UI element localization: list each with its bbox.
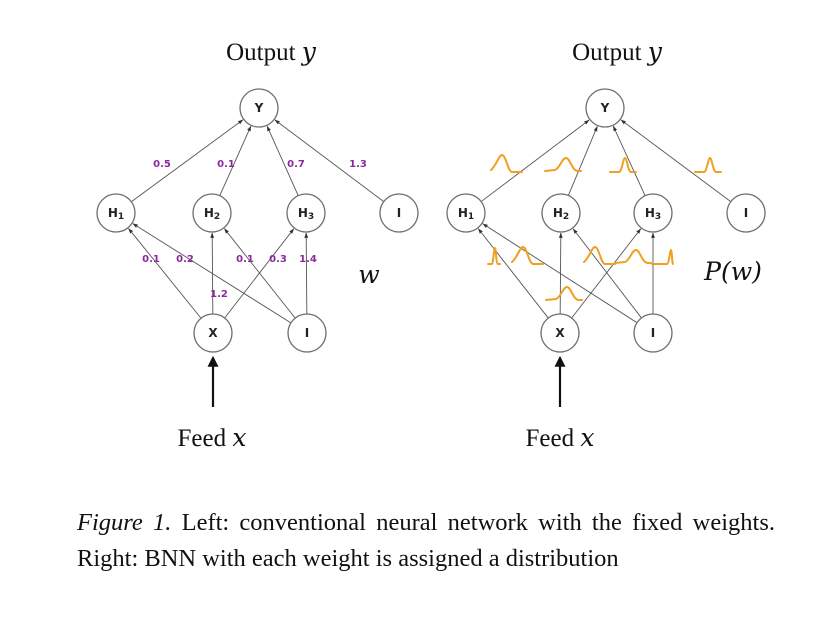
figure-caption: Figure 1. Left: conventional neural netw… <box>77 505 775 577</box>
right-weight-distributions <box>487 153 722 301</box>
node-label: H3 <box>645 206 661 222</box>
weight-distribution-i-input-to-h3 <box>651 248 674 265</box>
weight-label-h2-to-y: 0.1 <box>217 159 235 170</box>
right-edges <box>477 119 732 324</box>
left-edge-h2-to-y <box>219 125 252 196</box>
right-edge-x-to-h3 <box>571 228 642 319</box>
weight-distribution-i-input-to-h1 <box>511 245 544 265</box>
weight-label-x-to-h2: 1.2 <box>210 289 228 300</box>
right-edge-x-to-h2 <box>558 232 563 315</box>
weight-label-i-input-to-h2: 0.1 <box>236 254 254 265</box>
left-edge-x-to-h3 <box>224 228 295 319</box>
caption-label: Figure 1. <box>77 509 172 536</box>
left-node-h3: H3 <box>286 193 326 233</box>
weight-distribution-x-to-h3 <box>614 248 652 264</box>
left-edge-i_input-to-h1 <box>132 223 292 324</box>
left-node-h1: H1 <box>96 193 136 233</box>
weight-symbol-w: w <box>358 260 379 289</box>
weight-label-h3-to-y: 0.7 <box>287 159 305 170</box>
weight-label-i-input-to-h3: 1.4 <box>299 254 317 265</box>
right-edge-i_hidden-to-y <box>620 119 732 203</box>
weight-distribution-symbol-pw: P(w) <box>703 257 762 286</box>
left-output-title: Output y <box>226 37 317 66</box>
right-node-y: Y <box>585 88 625 128</box>
right-edge-h1-to-y <box>480 119 590 202</box>
node-label: I <box>305 326 309 340</box>
weight-label-i-input-to-h1: 0.2 <box>176 254 194 265</box>
weight-label-h1-to-y: 0.5 <box>153 159 171 170</box>
weight-distribution-h3-to-y <box>609 156 637 173</box>
node-label: Y <box>600 101 610 115</box>
left-edge-x-to-h1 <box>128 228 202 319</box>
weight-distribution-x-to-h2 <box>545 285 583 301</box>
right-node-h2: H2 <box>541 193 581 233</box>
node-label: X <box>555 326 565 340</box>
right-node-h1: H1 <box>446 193 486 233</box>
weight-distribution-x-to-h1 <box>487 246 501 265</box>
weight-label-i-hidden-to-y: 1.3 <box>349 159 367 170</box>
right-node-i-hidden: I <box>726 193 766 233</box>
weight-distribution-i-input-to-h2 <box>583 245 616 265</box>
left-edge-h3-to-y <box>266 125 299 196</box>
left-node-h2: H2 <box>192 193 232 233</box>
node-label: Y <box>254 101 264 115</box>
left-node-y: Y <box>239 88 279 128</box>
weight-label-x-to-h3: 0.3 <box>269 254 287 265</box>
left-edge-i_hidden-to-y <box>274 119 385 202</box>
right-node-x: X <box>540 313 580 353</box>
weight-distribution-i-hidden-to-y <box>694 156 722 173</box>
node-label: H1 <box>458 206 474 222</box>
caption-text: Left: conventional neural network with t… <box>77 509 775 572</box>
right-edge-i_input-to-h1 <box>482 223 638 324</box>
left-edge-i_input-to-h3 <box>304 232 309 315</box>
node-label: H1 <box>108 206 124 222</box>
right-edge-h2-to-y <box>567 125 598 196</box>
right-edge-x-to-h1 <box>477 228 549 319</box>
weight-label-x-to-h1: 0.1 <box>142 254 160 265</box>
left-edges <box>128 119 385 324</box>
node-label: H2 <box>553 206 569 222</box>
left-weight-labels: 0.5 0.1 0.7 1.3 0.1 0.2 1.2 0.1 0.3 1.4 <box>142 159 367 300</box>
right-edge-i_input-to-h2 <box>572 228 642 319</box>
node-label: X <box>208 326 218 340</box>
right-node-i-input: I <box>633 313 673 353</box>
right-output-title: Output y <box>572 37 663 66</box>
right-node-h3: H3 <box>633 193 673 233</box>
right-input-title: Feed x <box>526 423 595 452</box>
left-node-x: X <box>193 313 233 353</box>
left-node-i-hidden: I <box>379 193 419 233</box>
node-label: I <box>744 206 748 220</box>
weight-distribution-h2-to-y <box>544 156 582 172</box>
left-input-title: Feed x <box>178 423 247 452</box>
left-edge-i_input-to-h2 <box>224 228 296 319</box>
right-edge-h3-to-y <box>612 125 646 196</box>
node-label: I <box>651 326 655 340</box>
weight-distribution-h1-to-y <box>490 153 523 173</box>
left-edge-x-to-h2 <box>210 232 215 315</box>
left-edge-h1-to-y <box>131 119 244 203</box>
left-node-i-input: I <box>287 313 327 353</box>
node-label: H2 <box>204 206 220 222</box>
node-label: I <box>397 206 401 220</box>
node-label: H3 <box>298 206 314 222</box>
